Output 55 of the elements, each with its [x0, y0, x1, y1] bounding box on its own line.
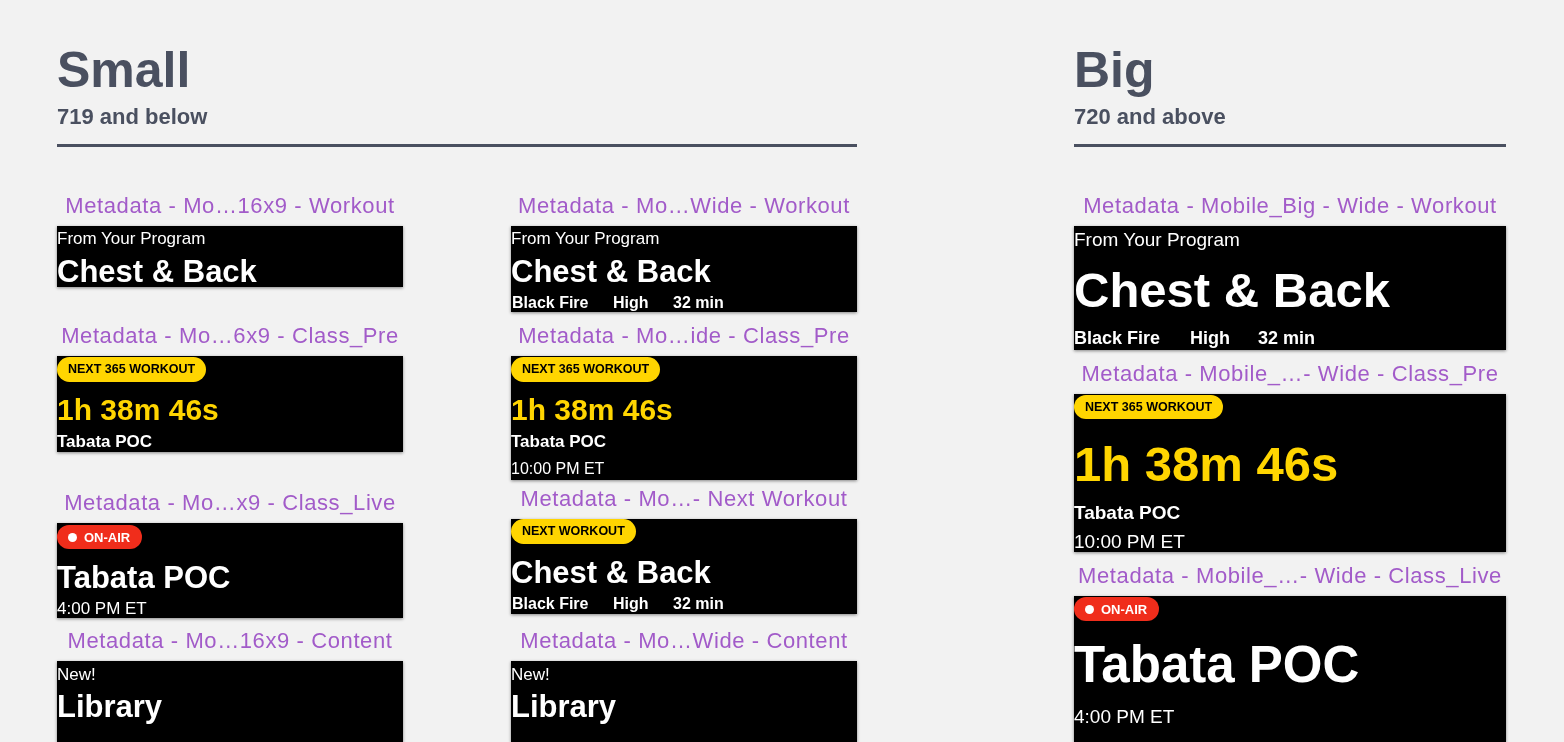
class-title: Tabata POC [57, 561, 231, 593]
intensity-level: High [613, 295, 649, 311]
countdown-timer: 1h 38m 46s [1074, 439, 1339, 489]
class-name: Tabata POC [57, 432, 153, 450]
start-time: 10:00 PM ET [511, 461, 605, 477]
variant-label: Metadata - Mo…- Next Workout [520, 488, 848, 510]
duration: 32 min [1258, 329, 1316, 347]
eyebrow-text: New! [511, 665, 550, 683]
countdown-timer: 1h 38m 46s [57, 395, 219, 425]
variant-label: Metadata - Mo…x9 - Class_Live [64, 492, 396, 514]
duration: 32 min [673, 295, 724, 311]
variant-label: Metadata - Mo…ide - Class_Pre [518, 325, 850, 347]
status-badge: NEXT 365 WORKOUT [511, 357, 661, 382]
badge-label: ON-AIR [84, 530, 131, 544]
eyebrow-text: New! [57, 665, 96, 683]
workout-title: Chest & Back [57, 255, 257, 287]
live-badge [1074, 597, 1160, 621]
variant-label: Metadata - Mo…Wide - Content [520, 630, 848, 652]
section-subtitle: 720 and above [1074, 106, 1226, 128]
trainer-name: Black Fire [1074, 329, 1161, 347]
variant-label: Metadata - Mo…16x9 - Content [67, 630, 393, 652]
start-time: 4:00 PM ET [57, 599, 147, 617]
badge-label: ON-AIR [1101, 602, 1148, 616]
class-title: Tabata POC [1074, 638, 1360, 690]
workout-title: Chest & Back [511, 556, 711, 588]
variant-label: Metadata - Mo…16x9 - Workout [65, 195, 395, 217]
status-badge: NEXT 365 WORKOUT [1074, 395, 1224, 419]
trainer-name: Black Fire [512, 596, 589, 612]
content-title: Library [511, 690, 617, 722]
variant-label: Metadata - Mobile_Big - Wide - Workout [1083, 195, 1497, 217]
workout-title: Chest & Back [1074, 265, 1390, 315]
eyebrow-text: From Your Program [511, 229, 660, 247]
variant-label: Metadata - Mobile_…- Wide - Class_Live [1078, 565, 1502, 587]
section-title: Small [57, 45, 191, 95]
live-badge [57, 525, 143, 549]
intensity-level: High [1190, 329, 1230, 347]
start-time: 4:00 PM ET [1074, 706, 1175, 726]
content-title: Library [57, 690, 163, 722]
eyebrow-text: From Your Program [1074, 229, 1240, 249]
status-badge: NEXT WORKOUT [511, 519, 636, 544]
status-badge: NEXT 365 WORKOUT [57, 357, 207, 382]
variant-label: Metadata - Mo…6x9 - Class_Pre [61, 325, 399, 347]
intensity-level: High [613, 596, 649, 612]
variant-label: Metadata - Mo…Wide - Workout [518, 195, 850, 217]
class-name: Tabata POC [511, 432, 607, 450]
class-name: Tabata POC [1074, 502, 1181, 522]
eyebrow-text: From Your Program [57, 229, 206, 247]
start-time: 10:00 PM ET [1074, 531, 1185, 551]
duration: 32 min [673, 596, 724, 612]
section-title: Big [1074, 45, 1155, 95]
section-subtitle: 719 and below [57, 106, 208, 128]
trainer-name: Black Fire [512, 295, 589, 311]
countdown-timer: 1h 38m 46s [511, 395, 673, 425]
variant-label: Metadata - Mobile_…- Wide - Class_Pre [1081, 363, 1499, 385]
workout-title: Chest & Back [511, 255, 711, 287]
